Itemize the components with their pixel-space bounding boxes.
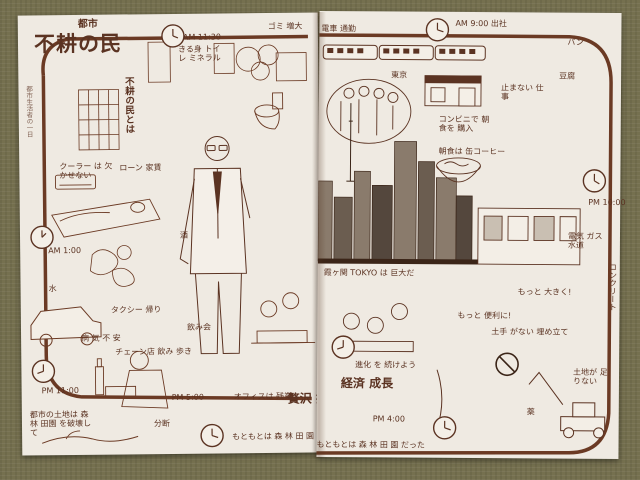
label-breakfast: 朝食は 缶コーヒー [438,146,506,157]
label-sleep: 水 [48,284,57,294]
clock-label-pm-400: PM 4:00 [372,414,405,424]
label-bottom-left: 都市の土地は 森林 田園 を破壊して [29,409,92,438]
intro-text-column: 都市生活者の一日 [24,85,34,138]
clock-label-am-900: AM 9:00 出社 [455,18,507,29]
clock-label-am-100: AM 1:00 [48,245,82,256]
label-fusaku: 不耕の民とは [122,76,135,134]
left-page: 都市生活者の一日 都市 不耕の民 不耕の民とは AM 11:30 きる身 トイレ… [17,12,341,456]
label-nomikai: 飲み会 [186,322,212,332]
label-loan: ローン 家賃 [119,163,162,173]
label-overtime: オフィスは 残業 [233,391,293,402]
label-tofu: 豆腐 [559,71,576,81]
label-bunka: 分断 [153,419,171,429]
label-mottonaru: もっと 大きく! [517,287,572,297]
page-subtitle: 都市 [77,18,98,30]
label-pan: パン [567,37,584,47]
left-page-artwork [30,24,316,448]
label-drinking: チェーン店 飲み 歩き [115,346,192,357]
clock-label-pm-1000: PM 10:00 [588,197,626,208]
label-keizai: 経済 成長 [340,376,394,391]
tower-icon [346,103,355,182]
clock-label-pm-500: PM 5:00 [171,392,204,402]
label-cooler: クーラー は 欠かせない [59,161,113,180]
right-page: AM 9:00 出社 電車 通勤 東京 コンビニで 朝食を 購入 パン 止まない… [316,10,626,460]
label-kawa: 土手 がない 埋め立て [491,327,569,337]
label-train: 電車 通勤 [321,23,357,34]
label-taxi: タクシー 帰り [110,305,162,315]
label-illness: 病 気 不 安 [81,333,121,343]
label-kasumigaseki: 霞ヶ関 TOKYO は 巨大だ [323,267,415,278]
label-bottom-caption-right: もともとは 森 林 田 園 だった [316,439,425,450]
excavator-icon [528,371,606,439]
page-title: 不耕の民 [33,31,123,57]
label-shuki: 酒 [179,230,189,240]
no-entry-sign-icon [495,352,519,377]
label-shinka: 進化 を 続けよう [355,360,417,370]
label-meal-lunch: きる身 トイレ ミネラル [178,44,221,63]
label-nagai: もっと 便利に! [457,310,512,321]
label-conbini: コンビニで 朝食を 購入 [438,114,490,133]
clock-label-pm-1100: PM 11:00 [41,385,80,396]
label-shinai: 止まない 仕事 [500,83,544,102]
label-kusuri: 薬 [526,407,535,417]
label-concrete: コンクリート [608,262,618,312]
book-gutter [312,12,326,458]
label-denki: 電気 ガス 水道 [567,231,603,250]
label-tokyo: 東京 [391,70,408,80]
label-garbage: ゴミ 増大 [267,21,303,31]
label-chikyu: 土地が 足りない [572,367,608,386]
clock-label-am-1130: AM 11:30 [182,32,221,42]
right-page-artwork [316,18,613,455]
